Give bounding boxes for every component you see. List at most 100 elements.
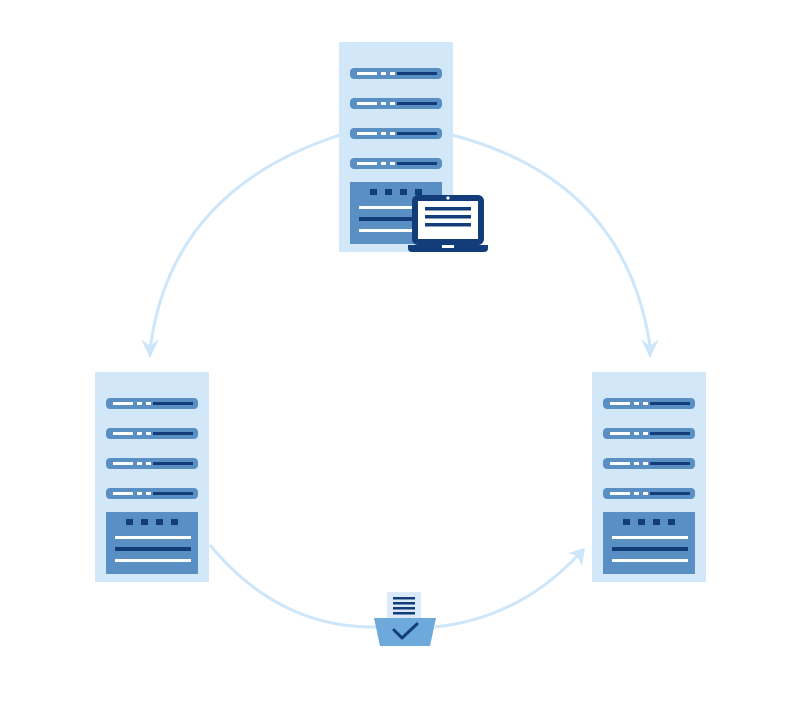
drive-bay bbox=[350, 98, 442, 109]
drive-bay-line bbox=[610, 462, 630, 465]
panel-indicator bbox=[415, 189, 422, 195]
drive-bay-led bbox=[643, 462, 648, 465]
drive-bay-led bbox=[643, 432, 648, 435]
drive-bay-line bbox=[357, 162, 377, 165]
drive-bay-led bbox=[137, 492, 142, 495]
panel-indicator bbox=[385, 189, 392, 195]
drive-bay-led bbox=[146, 402, 151, 405]
drive-bay-led bbox=[146, 492, 151, 495]
drive-bay-line bbox=[153, 432, 193, 435]
server-right bbox=[592, 372, 706, 582]
server-panel bbox=[603, 512, 695, 574]
drive-bay-body bbox=[603, 428, 695, 439]
panel-line bbox=[612, 547, 688, 551]
drive-bay-led bbox=[381, 162, 386, 165]
panel-line bbox=[115, 536, 191, 539]
drive-bay-led bbox=[146, 432, 151, 435]
drive-bay bbox=[106, 488, 198, 499]
drive-bay-led bbox=[643, 402, 648, 405]
drive-bay-body bbox=[106, 428, 198, 439]
panel-line bbox=[115, 547, 191, 551]
drive-bay bbox=[603, 458, 695, 469]
drive-bay bbox=[106, 458, 198, 469]
checkmark-icon bbox=[392, 622, 419, 640]
edge-top-to-right bbox=[451, 133, 659, 358]
panel-indicator bbox=[156, 519, 163, 525]
panel-indicator bbox=[126, 519, 133, 525]
server-left bbox=[95, 372, 209, 582]
drive-bay-led bbox=[390, 132, 395, 135]
server-panel-body bbox=[603, 512, 695, 574]
panel-line bbox=[115, 559, 191, 562]
drive-bay bbox=[106, 398, 198, 409]
drive-bay-body bbox=[603, 458, 695, 469]
drive-bay-line bbox=[650, 492, 690, 495]
drive-bay-line bbox=[650, 402, 690, 405]
arrow-line bbox=[148, 133, 341, 351]
arrowhead-icon bbox=[141, 339, 159, 358]
drive-bay-body bbox=[350, 128, 442, 139]
panel-line bbox=[612, 559, 688, 562]
drive-bay bbox=[603, 398, 695, 409]
laptop-icon bbox=[408, 195, 488, 252]
drive-bay-body bbox=[106, 458, 198, 469]
drive-bay-led bbox=[390, 102, 395, 105]
drive-bay bbox=[350, 158, 442, 169]
server-panel bbox=[106, 512, 198, 574]
drive-bay-line bbox=[113, 462, 133, 465]
edge-top-to-left bbox=[141, 133, 341, 358]
drive-bay-line bbox=[397, 102, 437, 105]
arrowhead-icon bbox=[568, 548, 585, 566]
drive-bay-led bbox=[634, 462, 639, 465]
drive-bay-led bbox=[390, 162, 395, 165]
drive-bay-line bbox=[357, 132, 377, 135]
arrow-line bbox=[434, 551, 582, 629]
drive-bay-line bbox=[650, 432, 690, 435]
panel-indicator bbox=[638, 519, 645, 525]
inbox-tray-icon bbox=[374, 618, 436, 646]
drive-bay-line bbox=[113, 402, 133, 405]
drive-bay-body bbox=[106, 488, 198, 499]
drive-bay-line bbox=[357, 102, 377, 105]
drive-bay-body bbox=[350, 98, 442, 109]
drive-bay-body bbox=[603, 488, 695, 499]
arrow-line bbox=[451, 133, 652, 347]
panel-line bbox=[359, 229, 435, 232]
drive-bay-line bbox=[397, 132, 437, 135]
drive-bay-led bbox=[381, 132, 386, 135]
drive-bay-line bbox=[153, 462, 193, 465]
drive-bay-body bbox=[106, 398, 198, 409]
drive-bay bbox=[603, 428, 695, 439]
arrow-line bbox=[208, 544, 381, 629]
drive-bay-led bbox=[137, 432, 142, 435]
panel-indicator bbox=[623, 519, 630, 525]
drive-bay bbox=[603, 488, 695, 499]
panel-line bbox=[612, 536, 688, 539]
panel-indicator bbox=[653, 519, 660, 525]
drive-bay-led bbox=[137, 402, 142, 405]
drive-bay-led bbox=[390, 72, 395, 75]
drive-bay-line bbox=[153, 402, 193, 405]
drive-bay-led bbox=[137, 462, 142, 465]
drive-bay-led bbox=[146, 462, 151, 465]
drive-bay-led bbox=[381, 102, 386, 105]
panel-indicator bbox=[171, 519, 178, 525]
drive-bay-line bbox=[113, 432, 133, 435]
document-inbox-check-icon bbox=[374, 592, 436, 646]
panel-line bbox=[359, 217, 435, 221]
drive-bay bbox=[106, 428, 198, 439]
panel-indicator bbox=[370, 189, 377, 195]
arrowhead-icon bbox=[641, 339, 659, 358]
edge-left-to-right bbox=[208, 544, 585, 629]
drive-bay-line bbox=[357, 72, 377, 75]
drive-bay-led bbox=[381, 72, 386, 75]
drive-bay-led bbox=[643, 492, 648, 495]
drive-bay-line bbox=[610, 432, 630, 435]
drive-bay-line bbox=[610, 402, 630, 405]
drive-bay bbox=[350, 68, 442, 79]
drive-bay-led bbox=[634, 432, 639, 435]
drive-bay-line bbox=[650, 462, 690, 465]
drive-bay-body bbox=[603, 398, 695, 409]
drive-bay-line bbox=[610, 492, 630, 495]
